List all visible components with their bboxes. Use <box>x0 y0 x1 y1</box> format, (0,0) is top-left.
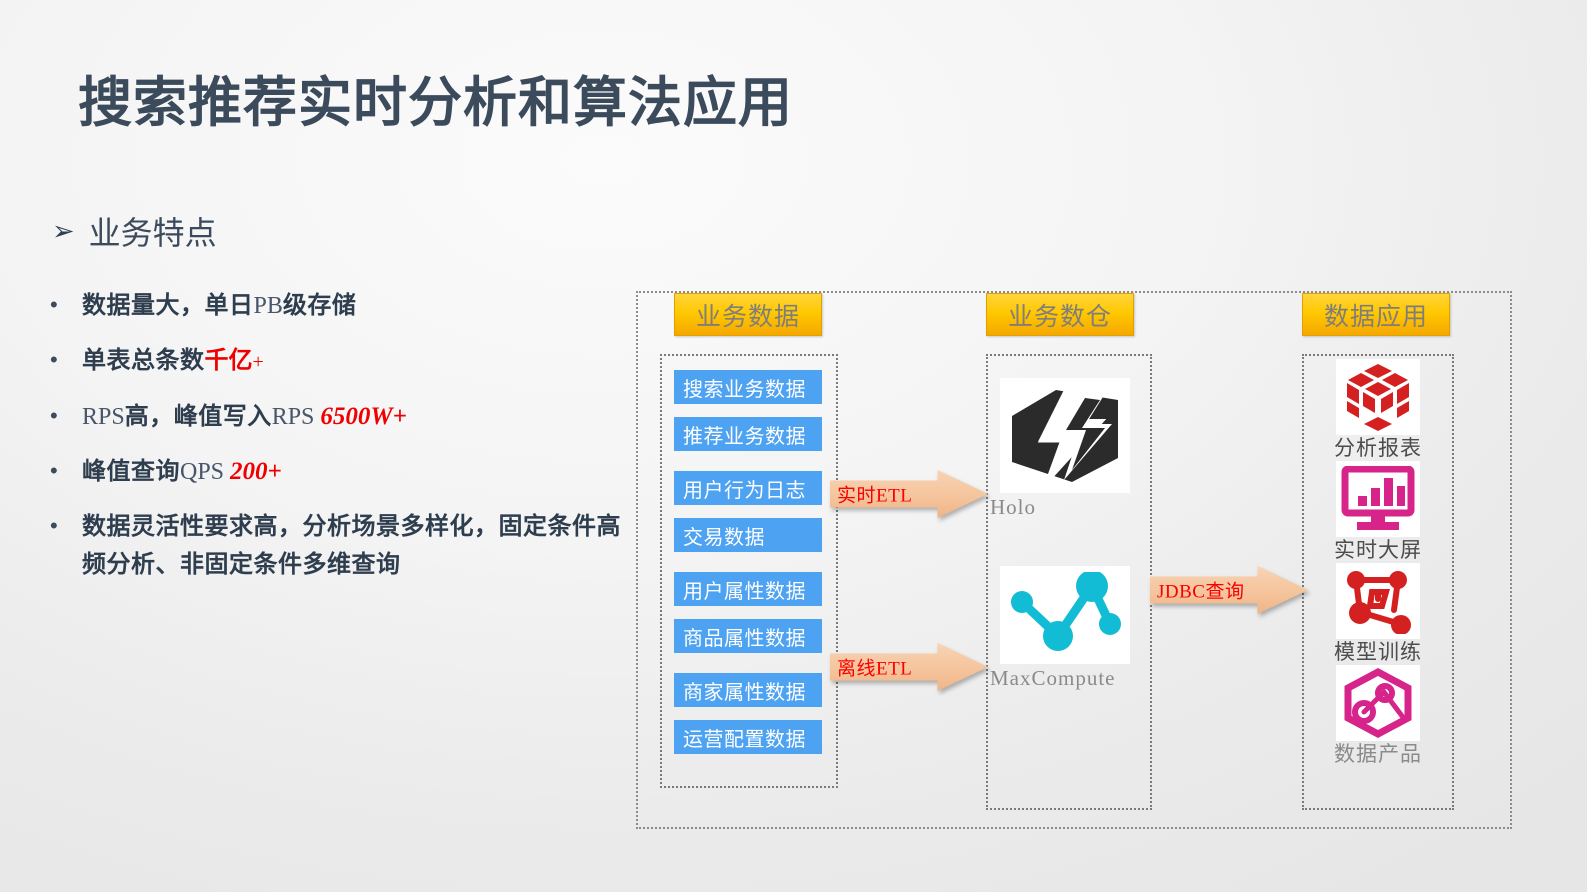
arrow-label-jdbc-query: JDBC查询 <box>1157 581 1245 603</box>
subheading: ➢ 业务特点 <box>52 208 217 254</box>
app-label-data-product: 数据产品 <box>1334 742 1422 766</box>
arrow-jdbc-query: JDBC查询 <box>1150 566 1308 614</box>
warehouse-item-holo[interactable]: Holo <box>988 378 1150 520</box>
bullet-dot-icon: • <box>50 292 58 317</box>
list-item: • 单表总条数千亿+ <box>44 341 644 381</box>
architecture-diagram: 业务数据 搜索业务数据 推荐业务数据 用户行为日志 交易数据 用户属性数据 商品… <box>636 291 1512 829</box>
column-body-data-applications: 分析报表 实时大屏 <box>1302 354 1454 810</box>
arrow-offline-etl: 离线ETL <box>830 643 988 691</box>
column-header-data-applications: 数据应用 <box>1302 293 1450 336</box>
bullet-segment: 级存储 <box>282 291 357 319</box>
bullet-highlight: 6500W+ <box>320 403 407 430</box>
bullet-segment: 高，峰值写入 <box>124 402 272 430</box>
column-header-business-data: 业务数据 <box>674 293 822 336</box>
bullet-list: • 数据量大，单日PB级存储 • 单表总条数千亿+ • RPS高，峰值写入RPS… <box>44 286 644 599</box>
bullet-segment: 单表总条数 <box>82 346 205 374</box>
list-item[interactable]: 运营配置数据 <box>674 720 822 754</box>
bullet-highlight: + <box>252 351 264 373</box>
data-product-tile <box>1336 665 1420 741</box>
app-label-model-training: 模型训练 <box>1334 640 1422 664</box>
arrow-realtime-etl: 实时ETL <box>830 470 988 518</box>
bullet-segment: 峰值查询 <box>82 457 180 485</box>
app-item-analysis-report[interactable]: 分析报表 <box>1334 359 1422 461</box>
bullet-dot-icon: • <box>50 403 58 428</box>
app-label-analysis-report: 分析报表 <box>1334 436 1422 460</box>
bullet-highlight: 200+ <box>230 458 282 485</box>
bullet-dot-icon: • <box>50 347 58 372</box>
column-header-data-warehouse: 业务数仓 <box>986 293 1134 336</box>
arrow-label-realtime-etl: 实时ETL <box>837 485 913 507</box>
list-item: • 数据量大，单日PB级存储 <box>44 286 644 325</box>
app-item-data-product[interactable]: 数据产品 <box>1334 665 1422 767</box>
list-item[interactable]: 用户属性数据 <box>674 572 822 606</box>
column-body-business-data: 搜索业务数据 推荐业务数据 用户行为日志 交易数据 用户属性数据 商品属性数据 … <box>660 354 838 788</box>
list-item[interactable]: 商品属性数据 <box>674 619 822 653</box>
list-item[interactable]: 搜索业务数据 <box>674 370 822 404</box>
realtime-dashboard-tile <box>1336 461 1420 537</box>
maxcompute-logo-tile <box>1000 566 1130 664</box>
app-item-model-training[interactable]: 模型训练 <box>1334 563 1422 665</box>
bullet-text: 单表总条数千亿+ <box>82 341 644 381</box>
warehouse-item-maxcompute[interactable]: MaxCompute <box>988 566 1150 691</box>
holo-logo-tile <box>1000 378 1130 493</box>
analysis-report-tile <box>1336 359 1420 435</box>
arrow-bullet-icon: ➢ <box>52 215 75 247</box>
list-item: • RPS高，峰值写入RPS 6500W+ <box>44 397 644 436</box>
bullet-dot-icon: • <box>50 458 58 483</box>
list-item[interactable]: 交易数据 <box>674 518 822 552</box>
bullet-text: 数据量大，单日PB级存储 <box>82 286 644 325</box>
bullet-text: 数据灵活性要求高，分析场景多样化，固定条件高频分析、非固定条件多维查询 <box>82 512 621 578</box>
list-item[interactable]: 用户行为日志 <box>674 471 822 505</box>
arrow-label-offline-etl: 离线ETL <box>837 658 913 680</box>
list-item: • 数据灵活性要求高，分析场景多样化，固定条件高频分析、非固定条件多维查询 <box>44 507 644 583</box>
cube-report-icon <box>1347 364 1409 431</box>
bullet-text: RPS高，峰值写入RPS 6500W+ <box>82 397 644 436</box>
bullet-segment: QPS <box>180 459 225 485</box>
monitor-chart-icon <box>1341 466 1415 530</box>
holo-logo-icon <box>1012 389 1118 485</box>
column-data-applications: 数据应用 <box>1302 293 1454 810</box>
graph-network-icon <box>1347 571 1411 634</box>
bullet-segment: PB <box>253 293 283 319</box>
subheading-label: 业务特点 <box>88 215 217 251</box>
warehouse-label-holo: Holo <box>990 495 1036 519</box>
bullet-segment: 数据量大，单日 <box>82 291 254 319</box>
hexagon-analytics-icon <box>1344 668 1412 738</box>
app-item-realtime-dashboard[interactable]: 实时大屏 <box>1334 461 1422 563</box>
bullet-highlight: 千亿 <box>204 346 253 374</box>
list-item: • 峰值查询QPS 200+ <box>44 452 644 491</box>
app-label-realtime-dashboard: 实时大屏 <box>1334 538 1422 562</box>
warehouse-label-maxcompute: MaxCompute <box>990 666 1116 690</box>
column-data-warehouse: 业务数仓 Holo <box>986 293 1152 810</box>
bullet-segment: RPS <box>82 404 125 430</box>
bullet-segment: RPS <box>271 404 315 430</box>
maxcompute-logo-icon <box>1011 572 1121 651</box>
bullet-text: 峰值查询QPS 200+ <box>82 452 644 491</box>
column-business-data: 业务数据 搜索业务数据 推荐业务数据 用户行为日志 交易数据 用户属性数据 商品… <box>660 293 838 788</box>
list-item[interactable]: 推荐业务数据 <box>674 417 822 451</box>
bullet-dot-icon: • <box>50 513 58 538</box>
page-title: 搜索推荐实时分析和算法应用 <box>78 71 793 134</box>
column-body-data-warehouse: Holo MaxCompute <box>986 354 1152 810</box>
model-training-tile <box>1336 563 1420 639</box>
list-item[interactable]: 商家属性数据 <box>674 673 822 707</box>
